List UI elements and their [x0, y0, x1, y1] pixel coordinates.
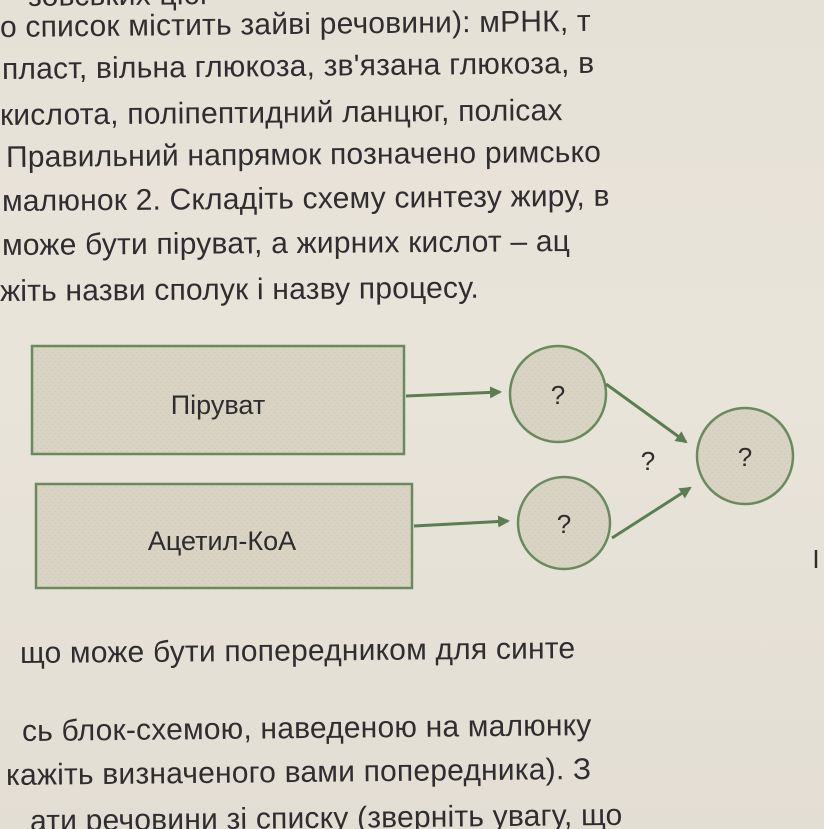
arrow-piruvat-to-circle	[405, 386, 502, 399]
circle-top-label: ?	[551, 380, 565, 410]
bottom-line-0: що може бути попередником для синте	[19, 632, 576, 670]
text-line-6: може бути піруват, а жирних кислот – ац	[1, 225, 571, 262]
box-piruvat-label: Піруват	[171, 390, 265, 420]
box-piruvat: Піруват	[30, 344, 406, 456]
circle-bottom-label: ?	[557, 509, 571, 539]
bottom-line-2: кажіть визначеного вами попередника). З	[5, 752, 592, 792]
box-acetyl-coa-label: Ацетил-КоА	[148, 526, 296, 556]
text-line-7: жіть назви сполук і назву процесу.	[0, 271, 480, 308]
text-line-3: кислота, поліпептидний ланцюг, полісах	[0, 94, 563, 132]
arrow-top-circle-to-right	[605, 382, 688, 444]
process-question-mark: ?	[641, 446, 655, 476]
box-acetyl-coa: Ацетил-КоА	[34, 482, 414, 590]
arrow-acetyl-to-circle	[413, 515, 510, 528]
side-mark: І	[812, 544, 819, 574]
text-line-5: малюнок 2. Складіть схему синтезу жиру, …	[1, 179, 610, 218]
text-line-2: пласт, вільна глюкоза, зв'язана глюкоза,…	[1, 46, 595, 86]
bottom-line-3: ати речовини зі списку (зверніть увагу, …	[29, 798, 623, 829]
bottom-line-1: сь блок-схемою, наведеною на малюнку	[21, 709, 592, 748]
circle-right-label: ?	[738, 442, 752, 472]
text-line-4: Правильний напрямок позначено римсько	[5, 135, 602, 174]
circle-top: ?	[508, 344, 608, 444]
circle-right: ?	[695, 406, 795, 506]
text-line-1: о список містить зайві речовини): мРНК, …	[0, 4, 592, 44]
fat-synthesis-diagram: Піруват Ацетил-КоА ? ? ? ?	[30, 344, 820, 590]
arrow-bottom-circle-to-right	[611, 486, 692, 540]
circle-bottom: ?	[516, 475, 612, 571]
